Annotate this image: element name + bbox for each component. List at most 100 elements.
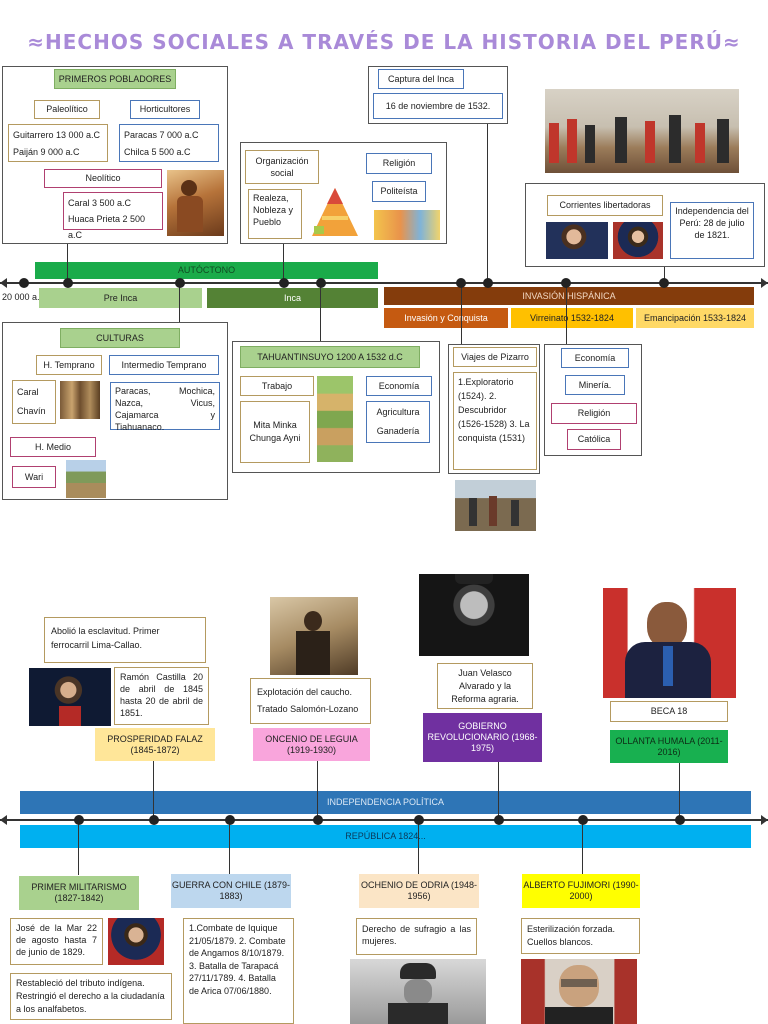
- combates-text: 1.Combate de Iquique 21/05/1879. 2. Comb…: [183, 918, 294, 1024]
- timeline-dot: [456, 278, 466, 288]
- leguia-portrait: [270, 597, 358, 675]
- inca-band: Inca: [207, 288, 378, 308]
- connector-society: [283, 244, 284, 282]
- connector-prosperidad: [153, 761, 154, 819]
- social-pyramid-image: [310, 186, 360, 238]
- neolitico-label: Neolítico: [44, 169, 162, 188]
- beca-label: BECA 18: [610, 701, 728, 722]
- invasion-conquista-band: Invasión y Conquista: [384, 308, 508, 328]
- culturas-intermedio-text: Paracas, Mochica, Nazca, Vicus, Cajamarc…: [110, 382, 220, 432]
- trabajo-label: Trabajo: [240, 376, 314, 396]
- viajes-items: 1.Exploratorio (1524). 2. Descubridor (1…: [453, 372, 537, 470]
- corrientes-label: Corrientes libertadoras: [547, 195, 663, 216]
- chavin-image: [60, 381, 100, 419]
- timeline-dot: [659, 278, 669, 288]
- libertador-portrait-2: [613, 222, 663, 259]
- independencia-politica-band: INDEPENDENCIA POLÍTICA: [20, 791, 751, 814]
- caral-label: Caral: [17, 387, 39, 397]
- gobierno-label: GOBIERNO REVOLUCIONARIO (1968-1975): [423, 713, 542, 762]
- ollanta-portrait: [603, 588, 736, 698]
- captura-fecha: 16 de noviembre de 1532.: [373, 93, 503, 119]
- top-timeline-arrow-left: [0, 278, 7, 288]
- pre-inca-band: Pre Inca: [39, 288, 202, 308]
- huaca-prieta-text: Huaca Prieta 2 500 a.C: [68, 214, 146, 240]
- timeline-dot: [175, 278, 185, 288]
- chilca-text: Chilca 5 500 a.C: [124, 147, 191, 157]
- timeline-dot: [149, 815, 159, 825]
- pizarro-image: [455, 480, 536, 531]
- timeline-dot: [313, 815, 323, 825]
- castilla-text: Ramón Castilla 20 de abril de 1845 hasta…: [114, 667, 209, 725]
- fujimori-label: ALBERTO FUJIMORI (1990-2000): [522, 874, 640, 908]
- connector-guerra: [229, 821, 230, 874]
- paleolitico-sites: Guitarrero 13 000 a.C Paiján 9 000 a.C: [8, 124, 108, 162]
- page-title: ≈HECHOS SOCIALES A TRAVÉS DE LA HISTORIA…: [27, 30, 741, 54]
- timeline-dot: [414, 815, 424, 825]
- castilla-portrait: [29, 668, 111, 726]
- paleolitico-label: Paleolítico: [34, 100, 100, 119]
- velasco-portrait: [419, 574, 529, 656]
- h-medio-label: H. Medio: [10, 437, 96, 457]
- timeline-dot: [279, 278, 289, 288]
- connector-ochenio: [418, 821, 419, 874]
- captura-label: Captura del Inca: [378, 69, 464, 89]
- castilla-obras: Abolió la esclavitud. Primer ferrocarril…: [44, 617, 206, 663]
- timeline-dot: [675, 815, 685, 825]
- trabajo-items: Mita Minka Chunga Ayni: [240, 401, 310, 463]
- ochenio-label: OCHENIO DE ODRIA (1948-1956): [359, 874, 479, 908]
- politeista-image: [374, 210, 440, 240]
- guitarrero-text: Guitarrero 13 000 a.C: [13, 130, 101, 140]
- timeline-dot: [494, 815, 504, 825]
- timeline-dot: [225, 815, 235, 825]
- economia2-label: Economía: [561, 348, 629, 368]
- timeline-dot: [561, 278, 571, 288]
- intermedio-label: Intermedio Temprano: [109, 355, 219, 375]
- wari-image: [66, 460, 106, 498]
- wari-label: Wari: [12, 466, 56, 488]
- caral-text: Caral 3 500 a.C: [68, 198, 132, 208]
- autoctono-band: AUTÓCTONO: [35, 262, 378, 279]
- sufragio-text: Derecho de sufragio a las mujeres.: [356, 918, 477, 955]
- mineria-label: Minería.: [565, 375, 625, 395]
- bottom-timeline-arrow-left: [0, 815, 7, 825]
- connector-oncenio: [317, 761, 318, 819]
- neolitico-sites: Caral 3 500 a.C Huaca Prieta 2 500 a.C: [63, 192, 163, 240]
- invasion-band: INVASIÓN HISPÁNICA: [384, 287, 754, 305]
- economia-label: Economía: [366, 376, 432, 396]
- fujimori-obras: Esterilización forzada. Cuellos blancos.: [521, 918, 640, 954]
- culturas-label: CULTURAS: [60, 328, 180, 348]
- religion2-label: Religión: [551, 403, 637, 424]
- militarismo-label: PRIMER MILITARISMO (1827-1842): [19, 876, 139, 910]
- connector-culturas: [179, 284, 180, 322]
- tahuantinsuyo-label: TAHUANTINSUYO 1200 A 1532 d.C: [240, 346, 420, 368]
- fujimori-portrait: [521, 959, 637, 1024]
- connector-corrientes: [664, 267, 665, 282]
- economia-items: Agricultura Ganadería: [366, 401, 430, 443]
- timeline-dot: [63, 278, 73, 288]
- religion-label: Religión: [366, 153, 432, 174]
- horticultores-label: Horticultores: [130, 100, 200, 119]
- timeline-dot: [316, 278, 326, 288]
- connector-captura: [487, 124, 488, 282]
- connector-ollanta: [679, 763, 680, 819]
- odria-portrait: [350, 959, 486, 1024]
- primeros-pobladores-label: PRIMEROS POBLADORES: [54, 69, 176, 89]
- prosperidad-label: PROSPERIDAD FALAZ (1845-1872): [95, 728, 215, 761]
- inicio-label: 20 000 a. C: [2, 292, 49, 302]
- virreinato-band: Virreinato 1532-1824: [511, 308, 633, 328]
- bottom-timeline-axis: [0, 819, 768, 821]
- org-social-label: Organización social: [245, 150, 319, 184]
- connector-tahuantinsuyo: [320, 284, 321, 341]
- independence-painting: [545, 89, 739, 173]
- top-timeline-arrow-right: [761, 278, 768, 288]
- timeline-dot: [74, 815, 84, 825]
- connector-pizarro: [461, 284, 462, 344]
- catolica-label: Católica: [567, 429, 621, 450]
- caral-chavin-list: Caral Chavín: [12, 380, 56, 424]
- leguia-obras: Explotación del caucho. Tratado Salomón-…: [250, 678, 371, 724]
- lamar-text: José de la Mar 22 de agosto hasta 7 de j…: [10, 918, 103, 965]
- timeline-dot: [578, 815, 588, 825]
- guerra-label: GUERRA CON CHILE (1879-1883): [171, 874, 291, 908]
- bottom-timeline-arrow-right: [761, 815, 768, 825]
- connector-gobierno: [498, 762, 499, 819]
